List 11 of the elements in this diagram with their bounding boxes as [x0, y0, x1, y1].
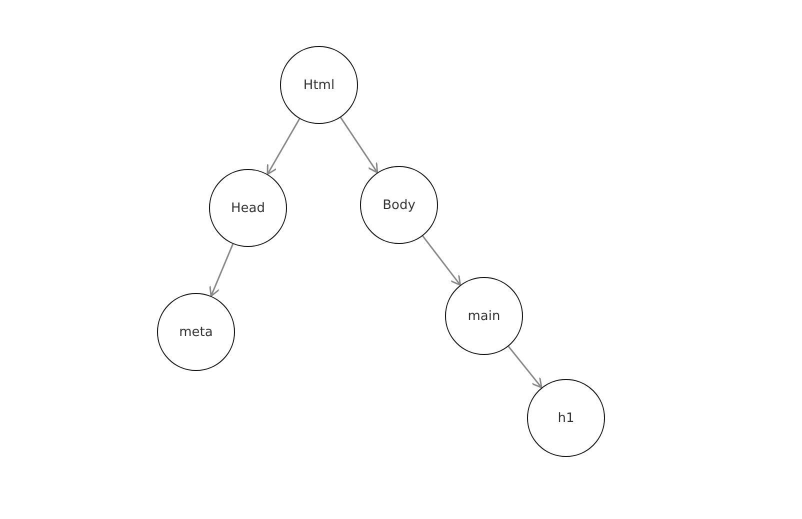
node-label: h1: [558, 410, 574, 426]
node-label: Head: [231, 200, 265, 216]
node-label: main: [468, 308, 500, 324]
node-label: Body: [382, 198, 416, 212]
arrow: [508, 346, 542, 388]
node-label: Html: [303, 78, 335, 92]
arrow: [422, 236, 462, 286]
arrow: [266, 118, 300, 175]
arrow: [209, 244, 234, 297]
node-label: meta: [179, 324, 213, 340]
arrow: [340, 117, 378, 174]
